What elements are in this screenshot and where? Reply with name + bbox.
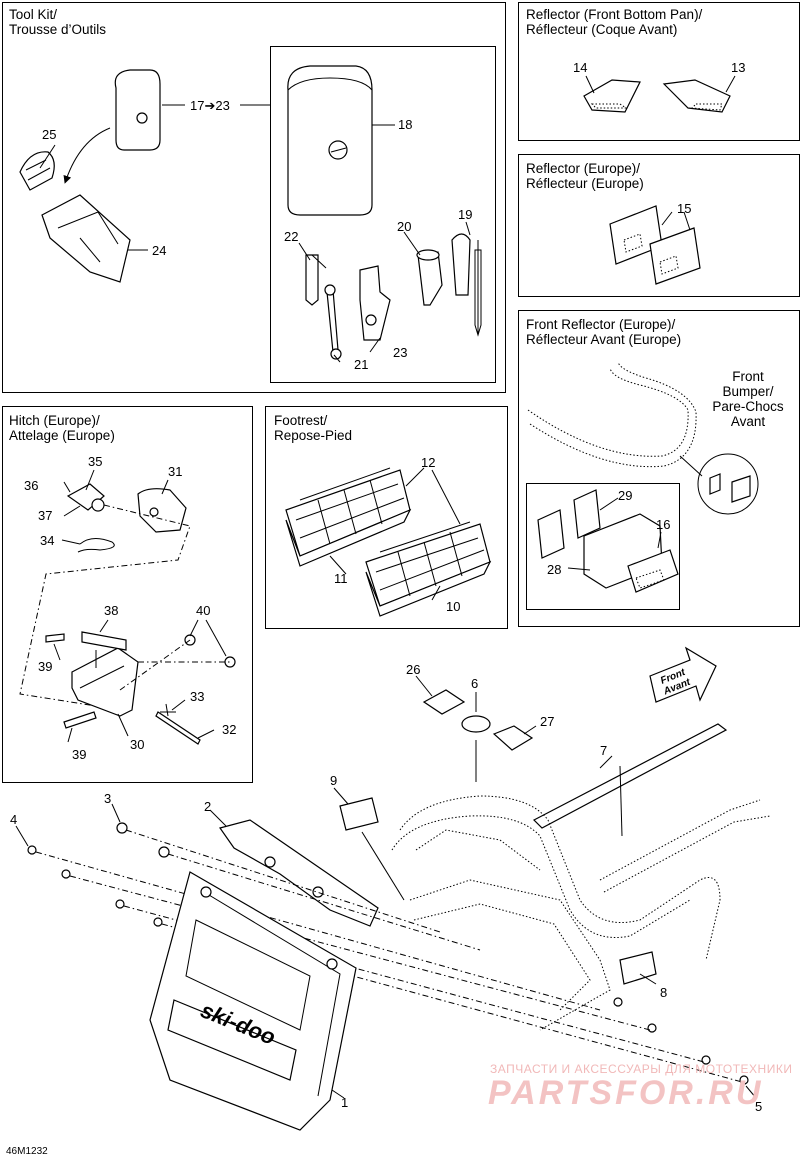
reflector-13 (662, 75, 736, 113)
sticker-9 (333, 787, 405, 901)
callout-10: 10 (446, 599, 461, 614)
callout-9: 9 (330, 773, 338, 788)
front-pan-1 (149, 871, 357, 1131)
front-reflector-title: Front Reflector (Europe)/ Réflecteur Ava… (526, 317, 682, 347)
callout-2: 2 (204, 799, 212, 814)
callout-29: 29 (618, 488, 633, 503)
callout-25: 25 (42, 127, 57, 142)
callout-15: 15 (677, 201, 692, 216)
callout-3: 3 (104, 791, 112, 806)
sticker-8 (619, 951, 657, 985)
callout-23: 23 (393, 345, 408, 360)
reflector-29-28 (537, 489, 679, 593)
frame-outline (391, 795, 771, 1031)
callout-1: 1 (341, 1095, 349, 1110)
callout-22: 22 (284, 229, 299, 244)
hitch-panel (2, 406, 253, 783)
screwdriver-19 (451, 233, 482, 337)
bumper-outline (527, 361, 759, 515)
holder-24 (41, 194, 131, 283)
callout-5: 5 (755, 1099, 763, 1114)
callout-4: 4 (10, 812, 18, 827)
reflector-front-panel (518, 2, 800, 141)
callout-31: 31 (168, 464, 183, 479)
tool-pouch-large (287, 65, 373, 216)
callout-16: 16 (656, 517, 671, 532)
callout-11: 11 (334, 571, 348, 586)
callout-39-top: 39 (38, 659, 53, 674)
tool-kit-title: Tool Kit/ Trousse d’Outils (9, 7, 107, 37)
strap-25 (19, 151, 55, 191)
reflector-europe-title: Reflector (Europe)/ Réflecteur (Europe) (526, 161, 644, 191)
callout-30: 30 (130, 737, 145, 752)
trim-7 (532, 723, 728, 837)
fasteners (15, 803, 757, 1099)
callout-21: 21 (354, 357, 369, 372)
callout-20: 20 (397, 219, 412, 234)
callout-38: 38 (104, 603, 119, 618)
reflector-27 (492, 725, 537, 751)
callout-14: 14 (573, 60, 588, 75)
hitch-title: Hitch (Europe)/ Attelage (Europe) (9, 413, 115, 443)
range-label: 17➔23 (190, 98, 230, 113)
watermark-brand: PARTSFOR.RU (488, 1074, 764, 1112)
footrest-11 (285, 467, 412, 567)
cap-6 (461, 692, 491, 782)
front-arrow (649, 646, 717, 703)
footrest-10 (365, 521, 492, 617)
tool-pouch-small (114, 69, 161, 151)
callout-8: 8 (660, 985, 668, 1000)
callout-19: 19 (458, 207, 473, 222)
callout-24: 24 (152, 243, 167, 258)
reflector-15 (609, 205, 701, 285)
callout-33: 33 (190, 689, 205, 704)
callout-28: 28 (547, 562, 562, 577)
wrench-21 (324, 284, 342, 360)
watermark-tagline: ЗАПЧАСТИ И АКСЕССУАРЫ ДЛЯ МОТОТЕХНИКИ (490, 1062, 793, 1076)
callout-18: 18 (398, 117, 413, 132)
socket-20 (416, 249, 443, 306)
callout-35: 35 (88, 454, 103, 469)
reflector-14 (583, 75, 641, 113)
callout-13: 13 (731, 60, 746, 75)
hitch-parts (19, 469, 236, 745)
callout-27: 27 (540, 714, 555, 729)
bracket-2 (209, 809, 379, 927)
reflector-26 (415, 675, 466, 715)
callout-26: 26 (406, 662, 421, 677)
footrest-title: Footrest/ Repose-Pied (274, 413, 353, 443)
callout-7: 7 (600, 743, 608, 758)
hex-key-22 (305, 254, 327, 306)
reflector-front-title: Reflector (Front Bottom Pan)/ Réflecteur… (526, 7, 703, 37)
callout-34: 34 (40, 533, 55, 548)
callout-36: 36 (24, 478, 39, 493)
callout-6: 6 (471, 676, 479, 691)
bumper-label: Front Bumper/ Pare-Chocs Avant (712, 369, 784, 429)
drawing-code: 46M1232 (6, 1146, 48, 1157)
callout-39-bottom: 39 (72, 747, 87, 762)
callout-12: 12 (421, 455, 436, 470)
spanner-23 (359, 265, 391, 341)
callout-37: 37 (38, 508, 53, 523)
callout-32: 32 (222, 722, 237, 737)
callout-40: 40 (196, 603, 211, 618)
